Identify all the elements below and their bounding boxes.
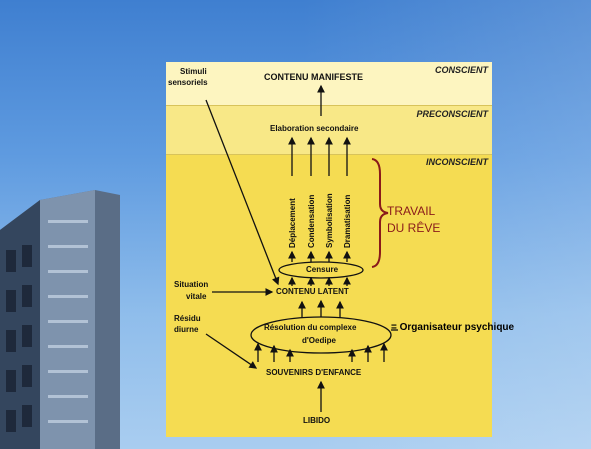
organisateur-label: = Organisateur psychique — [391, 322, 515, 333]
label-preconscient: PRECONSCIENT — [416, 109, 488, 119]
zone-conscient — [166, 62, 492, 105]
mechanism-dramatisation: Dramatisation — [343, 194, 352, 248]
dream-diagram: CONSCIENT PRECONSCIENT INCONSCIENT — [166, 62, 492, 437]
situation-label: Situation — [174, 280, 209, 289]
diagram-arrows — [205, 84, 398, 412]
censure-node: Censure — [306, 265, 339, 274]
souvenirs-node: SOUVENIRS D'ENFANCE — [266, 368, 362, 377]
stimuli-label: Stimuli — [180, 67, 207, 76]
stimuli-label-line2: sensoriels — [168, 78, 208, 87]
travail-line2: DU RÊVE — [387, 221, 441, 235]
label-inconscient: INCONSCIENT — [425, 157, 488, 167]
situation-label-line2: vitale — [186, 292, 207, 301]
mechanism-symbolisation: Symbolisation — [325, 193, 334, 248]
mechanism-condensation: Condensation — [307, 194, 316, 248]
contenu-latent-node: CONTENU LATENT — [276, 287, 349, 296]
residu-label-line2: diurne — [174, 325, 199, 334]
zone-divider — [166, 105, 492, 106]
oedipe-node-line2: d'Oedipe — [302, 336, 336, 345]
elaboration-secondaire-node: Elaboration secondaire — [270, 124, 359, 133]
travail-line1: TRAVAIL — [387, 204, 436, 218]
contenu-manifeste-node: CONTENU MANIFESTE — [264, 72, 363, 82]
mechanism-deplacement: Déplacement — [288, 198, 297, 248]
residu-label: Résidu — [174, 314, 201, 323]
oedipe-node: Résolution du complexe — [264, 323, 357, 332]
libido-node: LIBIDO — [303, 416, 331, 425]
label-conscient: CONSCIENT — [434, 65, 488, 75]
building-image — [0, 190, 120, 449]
travail-du-reve-label: TRAVAIL DU RÊVE — [387, 203, 440, 237]
zone-inconscient — [166, 154, 492, 437]
